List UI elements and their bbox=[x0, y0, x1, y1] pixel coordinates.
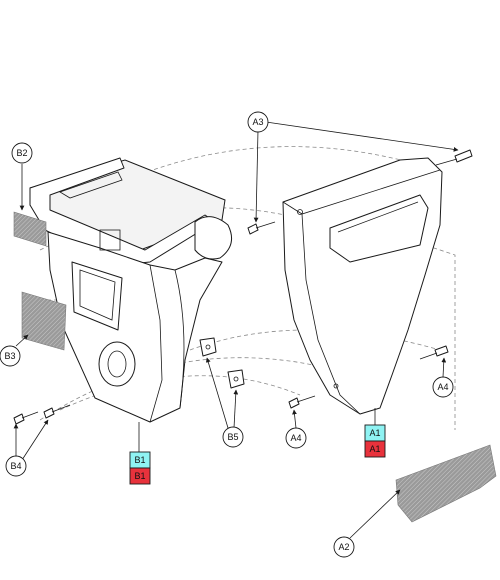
badge-b1-bottom-label: B1 bbox=[134, 471, 145, 481]
leader-lines bbox=[13, 121, 459, 539]
screw-icon bbox=[419, 345, 449, 360]
callout-a4-right-label: A4 bbox=[437, 382, 448, 392]
right-shroud-part bbox=[282, 157, 443, 415]
callout-b2-label: B2 bbox=[16, 148, 27, 158]
badge-a1: A1 A1 bbox=[364, 424, 386, 458]
screw-icon bbox=[247, 221, 276, 235]
callout-b3-label: B3 bbox=[4, 351, 15, 361]
callout-b2: B2 bbox=[11, 142, 33, 164]
hatched-pad-b3 bbox=[21, 291, 67, 351]
callout-a4-right: A4 bbox=[432, 376, 454, 398]
screw-icon bbox=[288, 395, 316, 409]
callout-b3: B3 bbox=[0, 345, 21, 367]
screw-icon bbox=[13, 411, 39, 425]
callout-a3-label: A3 bbox=[252, 117, 263, 127]
badge-b1-top-label: B1 bbox=[134, 455, 145, 465]
spring-nut-clip-icon bbox=[227, 369, 245, 389]
callout-a2-label: A2 bbox=[338, 542, 349, 552]
spring-nut-clip-icon bbox=[199, 337, 217, 357]
callout-a2: A2 bbox=[333, 536, 355, 558]
callout-b4-label: B4 bbox=[10, 461, 21, 471]
badge-b1: B1 B1 bbox=[129, 451, 151, 485]
callout-b5: B5 bbox=[222, 426, 244, 448]
callout-b5-label: B5 bbox=[227, 432, 238, 442]
screw-icon bbox=[435, 149, 473, 166]
screw-icon bbox=[43, 404, 71, 419]
callout-a3: A3 bbox=[247, 111, 269, 133]
badge-a1-bottom-label: A1 bbox=[369, 444, 380, 454]
callout-a4-lower-label: A4 bbox=[290, 433, 301, 443]
hatched-pad-b2 bbox=[13, 211, 47, 247]
callout-b4: B4 bbox=[5, 455, 27, 477]
left-shroud-part bbox=[29, 157, 233, 423]
callout-a4-lower: A4 bbox=[285, 427, 307, 449]
badge-a1-top-label: A1 bbox=[369, 428, 380, 438]
hatched-pad-a2 bbox=[395, 444, 497, 523]
